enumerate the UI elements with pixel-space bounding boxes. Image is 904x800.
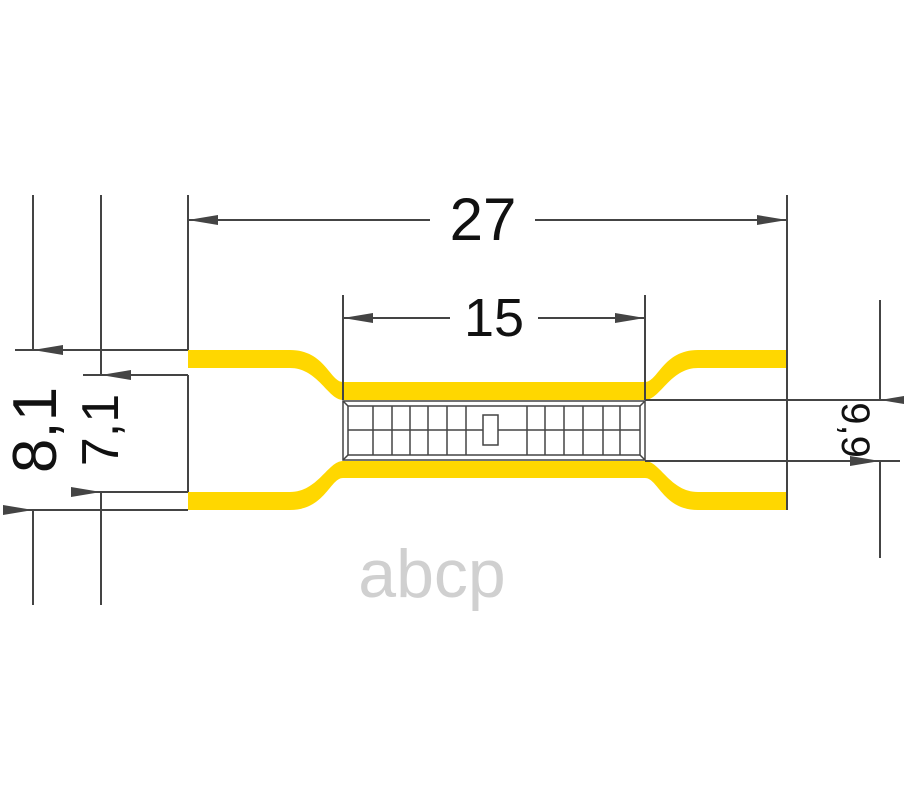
insulation-bottom (188, 461, 787, 510)
dimension-lines (3, 195, 904, 605)
dimension-inner-diameter: 7,1 (72, 394, 130, 466)
dimension-middle-length: 15 (464, 288, 524, 348)
dimension-side-height: 9,9 (833, 402, 877, 458)
crimp-grid (342, 400, 646, 461)
dimension-outer-diameter: 8,1 (1, 387, 70, 473)
insulation-top (188, 350, 787, 400)
abcp-watermark-logo: abcp (358, 536, 505, 612)
dimension-total-length: 27 (450, 186, 517, 253)
yellow-insulation (188, 350, 787, 510)
